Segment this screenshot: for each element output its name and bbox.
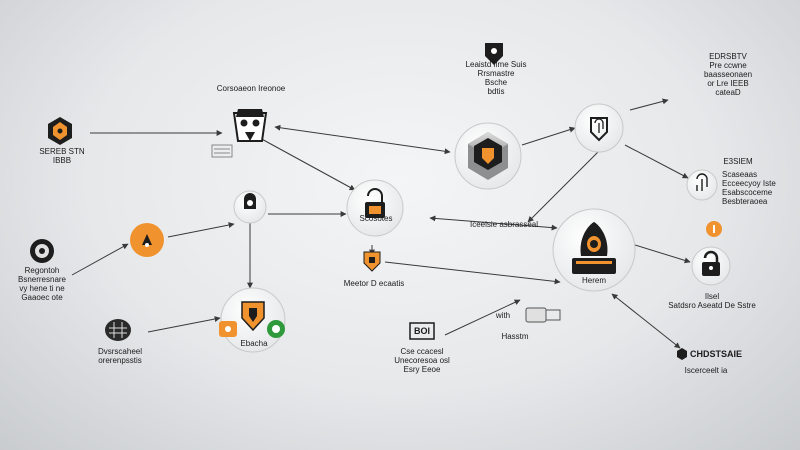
left-bottom-label: Dvsrscaheel orerenpsstis bbox=[97, 347, 143, 365]
hexagon-badge-icon bbox=[48, 117, 72, 145]
padlock-right-icon[interactable] bbox=[691, 246, 731, 286]
hashtm-label: Hasstm bbox=[501, 332, 529, 341]
shield-lock-icon bbox=[485, 43, 503, 65]
compass-icon[interactable] bbox=[233, 190, 267, 224]
edge bbox=[257, 136, 356, 191]
incognito-hacker-icon[interactable] bbox=[232, 109, 268, 142]
hub-label: Herem bbox=[581, 276, 607, 285]
edge bbox=[444, 299, 521, 336]
right-mid-label: Scaseaas Ecceecyoy Iste Esabscoceme Besb… bbox=[722, 170, 776, 206]
left-mid-label: Regontoh Bsnerresnare vy hene ti ne Gaao… bbox=[17, 266, 67, 302]
shield-icon bbox=[363, 251, 381, 272]
hooded-hacker-icon[interactable] bbox=[552, 208, 636, 292]
orange-dot-icon bbox=[706, 221, 722, 237]
code-box-icon bbox=[409, 322, 435, 340]
edge bbox=[624, 144, 689, 179]
edges bbox=[71, 98, 691, 349]
with-label: with bbox=[495, 311, 511, 320]
lock-label: Ilsel Satdsro Aseatd De Sstre bbox=[668, 292, 756, 310]
edge bbox=[274, 124, 451, 155]
edge bbox=[147, 316, 221, 333]
brain-chip-icon bbox=[105, 319, 131, 341]
padlock-icon[interactable] bbox=[346, 179, 404, 237]
edge bbox=[629, 98, 669, 111]
left-top-badge-label: SEREB STN IBBB bbox=[39, 147, 85, 165]
edge bbox=[167, 222, 235, 238]
bottom-right-badge-label: CHDSTSAIE bbox=[689, 349, 743, 359]
right-mid-top-label: E3SIEM bbox=[723, 157, 753, 166]
cube-server-icon[interactable] bbox=[454, 122, 522, 190]
left-top-label: Corsoaeon Ireonoe bbox=[216, 84, 286, 93]
center-node-label: Scosotes bbox=[359, 214, 393, 223]
edge bbox=[634, 244, 691, 264]
edge bbox=[521, 126, 576, 146]
mid-right-bar-label: Iceelsie asbrasseal bbox=[469, 220, 539, 229]
edge bbox=[429, 215, 558, 231]
bottom-node-label: Ebacha bbox=[240, 339, 268, 348]
edge bbox=[71, 243, 129, 276]
center-orange-label: Meetor D ecaatis bbox=[343, 279, 405, 288]
edge bbox=[611, 293, 681, 349]
edge bbox=[527, 149, 601, 223]
badge-green-icon bbox=[267, 320, 285, 338]
top-center-label: Leaistd Ilme Suis Rrsmastre Bsche bdtis bbox=[465, 60, 527, 96]
badge-orange-icon bbox=[219, 321, 237, 337]
bell-node-icon[interactable] bbox=[130, 223, 164, 257]
toolbox-icon bbox=[525, 307, 561, 323]
hexagon-badge-icon bbox=[677, 348, 687, 360]
edge bbox=[384, 261, 561, 285]
fingerprint-icon[interactable] bbox=[574, 103, 624, 153]
shield-node-icon[interactable] bbox=[220, 287, 286, 353]
gear-icon bbox=[30, 239, 54, 263]
card-icon bbox=[211, 144, 233, 158]
bottom-center-label: Cse ccacesl Unecoresoa osl Esry Eeoe bbox=[394, 347, 450, 374]
bottom-right-label: Iscerceelt ia bbox=[684, 366, 728, 375]
fingerprint-small-icon bbox=[686, 169, 718, 201]
bottom-center-code: BOI bbox=[413, 326, 431, 336]
top-right-label: EDRSBTV Pre ccwne baasseonaen or Lre IEE… bbox=[703, 52, 753, 97]
